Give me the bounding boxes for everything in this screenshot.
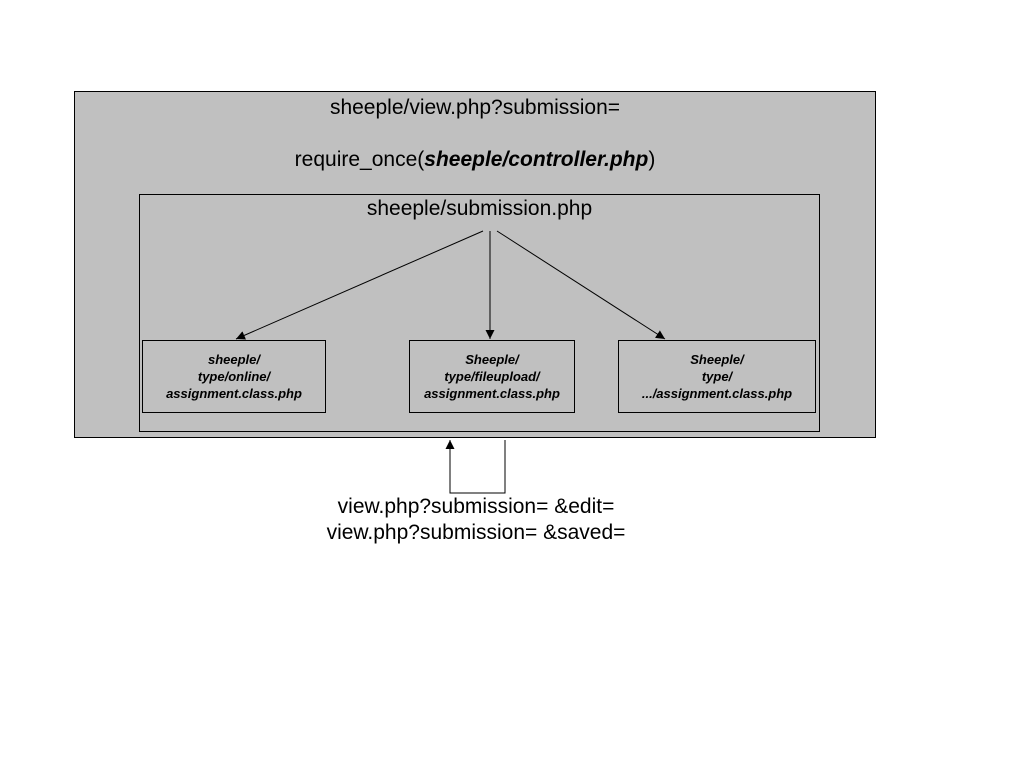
submission-title: sheeple/submission.php bbox=[366, 197, 593, 220]
arrow-to-other bbox=[496, 230, 666, 340]
require-once-line: require_once(sheeple/controller.php) bbox=[74, 148, 876, 172]
arrow-to-online bbox=[235, 230, 484, 340]
type-line: type/fileupload/ bbox=[444, 369, 540, 384]
loop-label-saved: view.php?submission= &saved= bbox=[326, 521, 626, 544]
type-other-box: Sheeple/ type/ .../assignment.class.php bbox=[618, 340, 816, 413]
type-line: .../assignment.class.php bbox=[641, 386, 793, 401]
require-prefix: require_once( bbox=[294, 148, 425, 171]
type-line: type/online/ bbox=[197, 369, 271, 384]
type-line: Sheeple/ bbox=[690, 352, 744, 367]
type-fileupload-box: Sheeple/ type/fileupload/ assignment.cla… bbox=[409, 340, 575, 413]
controller-box bbox=[74, 91, 876, 438]
loop-label-edit: view.php?submission= &edit= bbox=[337, 495, 615, 518]
submission-box bbox=[139, 194, 820, 432]
type-line: Sheeple/ bbox=[465, 352, 519, 367]
loop-back-arrow bbox=[445, 440, 506, 494]
controller-url-label: sheeple/view.php?submission= bbox=[329, 96, 621, 119]
require-path: sheeple/controller.php bbox=[424, 148, 649, 171]
type-line: assignment.class.php bbox=[166, 386, 302, 401]
type-line: assignment.class.php bbox=[424, 386, 560, 401]
type-line: sheeple/ bbox=[207, 352, 261, 367]
require-suffix: ) bbox=[648, 148, 656, 171]
type-online-box: sheeple/ type/online/ assignment.class.p… bbox=[142, 340, 326, 413]
type-line: type/ bbox=[701, 369, 733, 384]
